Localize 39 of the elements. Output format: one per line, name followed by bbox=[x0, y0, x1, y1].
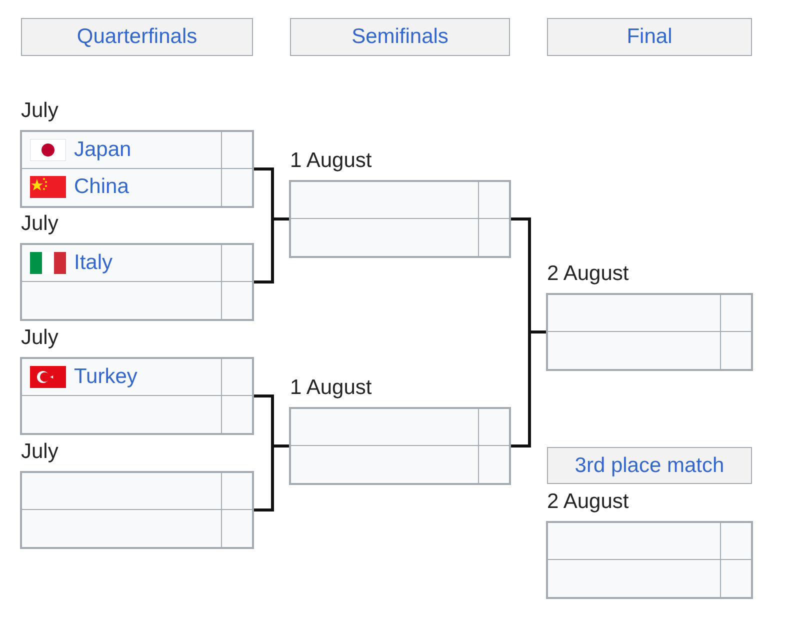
match-date: 2 August bbox=[547, 490, 629, 514]
team-row bbox=[21, 169, 253, 207]
team-row bbox=[290, 446, 510, 484]
team-row bbox=[547, 522, 752, 560]
round-title: Final bbox=[626, 25, 672, 49]
team-row bbox=[21, 396, 253, 434]
match-date: 1 August bbox=[290, 149, 372, 173]
match-date: 1 August bbox=[290, 376, 372, 400]
team-row bbox=[21, 510, 253, 548]
bracket-line bbox=[253, 218, 290, 284]
team-row bbox=[547, 560, 752, 598]
team-row bbox=[547, 332, 752, 370]
team-row bbox=[290, 181, 510, 219]
team-row bbox=[21, 244, 253, 282]
team-name: Italy bbox=[74, 251, 113, 275]
bracket-line bbox=[253, 444, 290, 512]
team-row bbox=[21, 358, 253, 396]
round-title: Semifinals bbox=[352, 25, 448, 49]
round-header bbox=[290, 18, 510, 56]
team-name: China bbox=[74, 175, 129, 199]
team-row bbox=[21, 131, 253, 169]
team-row bbox=[290, 219, 510, 257]
match-date: July bbox=[21, 99, 58, 123]
match-date: July bbox=[21, 326, 58, 350]
bracket-line bbox=[510, 330, 547, 448]
round-title: 3rd place match bbox=[574, 454, 724, 478]
round-header bbox=[21, 18, 253, 56]
match-date: July bbox=[21, 440, 58, 464]
match-date: July bbox=[21, 212, 58, 236]
round-header bbox=[547, 447, 752, 484]
round-title: Quarterfinals bbox=[76, 25, 198, 49]
team-row bbox=[290, 408, 510, 446]
round-header bbox=[547, 18, 752, 56]
match-date: 2 August bbox=[547, 262, 629, 286]
team-name: Turkey bbox=[74, 365, 138, 389]
team-name: Japan bbox=[74, 138, 132, 162]
team-row bbox=[547, 294, 752, 332]
team-row bbox=[21, 472, 253, 510]
team-row bbox=[21, 282, 253, 320]
